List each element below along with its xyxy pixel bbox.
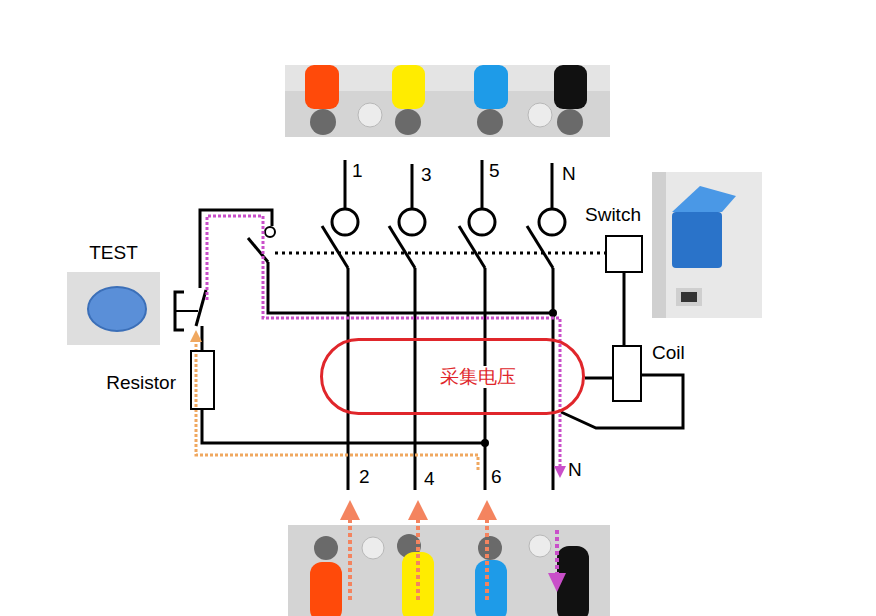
breaker-photo <box>652 172 762 318</box>
terminal-hole <box>529 535 551 557</box>
current-arrow <box>555 530 559 574</box>
wire-connector <box>623 273 626 345</box>
wire-connector <box>585 377 612 380</box>
breaker-indicator <box>681 292 697 302</box>
arrow-head <box>477 500 497 520</box>
wire-black <box>554 65 587 109</box>
supply-line <box>344 160 347 209</box>
terminal-hole <box>528 103 552 127</box>
test-wire <box>268 262 553 313</box>
load-line <box>414 268 417 490</box>
push-switch-blade <box>196 290 206 326</box>
node-label: TEST <box>67 242 160 264</box>
node-label: Switch <box>585 204 641 226</box>
wire-blue <box>474 65 508 109</box>
contact-blade <box>389 226 415 268</box>
terminal-screw <box>314 536 338 560</box>
current-arrow <box>416 518 420 600</box>
terminal-name: N <box>562 163 576 185</box>
current-arrow <box>348 518 352 600</box>
test-wire <box>200 210 272 288</box>
terminal-screw <box>395 109 421 135</box>
resistor-box: Resistor <box>190 350 215 410</box>
arrow-head <box>408 500 428 520</box>
coil-box: Coil <box>612 345 642 402</box>
wire-yellow <box>392 65 425 109</box>
wire-blue <box>475 560 507 616</box>
test-button-photo <box>67 272 160 345</box>
breaker-window <box>676 288 702 306</box>
contact-terminal <box>399 209 425 235</box>
test-button-cap <box>88 287 146 331</box>
terminal-name: N <box>568 459 582 481</box>
contact-terminal <box>332 209 358 235</box>
terminal-number: 4 <box>424 468 435 490</box>
wire-red <box>310 562 342 616</box>
arrow-head <box>340 500 360 520</box>
test-wire <box>201 326 204 350</box>
wire-red <box>305 65 339 109</box>
contact-blade <box>322 226 348 268</box>
breaker-lever <box>672 212 722 268</box>
node-label: Coil <box>652 342 685 364</box>
test-current-path <box>207 216 560 466</box>
contact-terminal <box>539 209 565 235</box>
node-label: 采集电压 <box>437 366 519 388</box>
arrow-head <box>548 573 566 592</box>
arrow-head <box>554 466 566 478</box>
arrow-head <box>190 330 202 342</box>
supply-line <box>481 160 484 209</box>
load-line <box>552 268 555 490</box>
contact-blade <box>527 226 553 268</box>
switch-box: Switch <box>605 235 643 273</box>
terminal-screw <box>478 536 502 560</box>
test-contact <box>265 227 275 237</box>
terminal-hole <box>362 537 384 559</box>
terminal-number: 6 <box>491 466 502 488</box>
terminal-number: 2 <box>359 466 370 488</box>
junction-dot <box>549 309 557 317</box>
supply-line <box>551 163 554 209</box>
supply-line <box>411 164 414 209</box>
terminal-number: 3 <box>421 164 432 186</box>
breaker-lever-top <box>672 186 736 212</box>
mechanical-link <box>275 252 605 255</box>
test-current-path <box>196 342 478 470</box>
contact-terminal <box>469 209 495 235</box>
terminal-number: 5 <box>489 160 500 182</box>
push-button-stem <box>175 310 198 312</box>
terminal-hole <box>358 103 382 127</box>
breaker-edge <box>652 172 666 318</box>
terminal-screw <box>310 109 336 135</box>
junction-dot <box>481 439 489 447</box>
contact-blade <box>459 226 485 268</box>
terminal-strip-top <box>285 65 610 137</box>
terminal-number: 1 <box>352 160 363 182</box>
terminal-screw <box>477 109 503 135</box>
test-button: TEST <box>67 240 160 345</box>
load-line <box>347 268 350 490</box>
voltage-sense-loop: 采集电压 <box>320 338 585 415</box>
current-arrow <box>485 518 489 600</box>
test-blade <box>248 238 268 262</box>
terminal-screw <box>557 109 583 135</box>
node-label: Resistor <box>106 372 176 394</box>
